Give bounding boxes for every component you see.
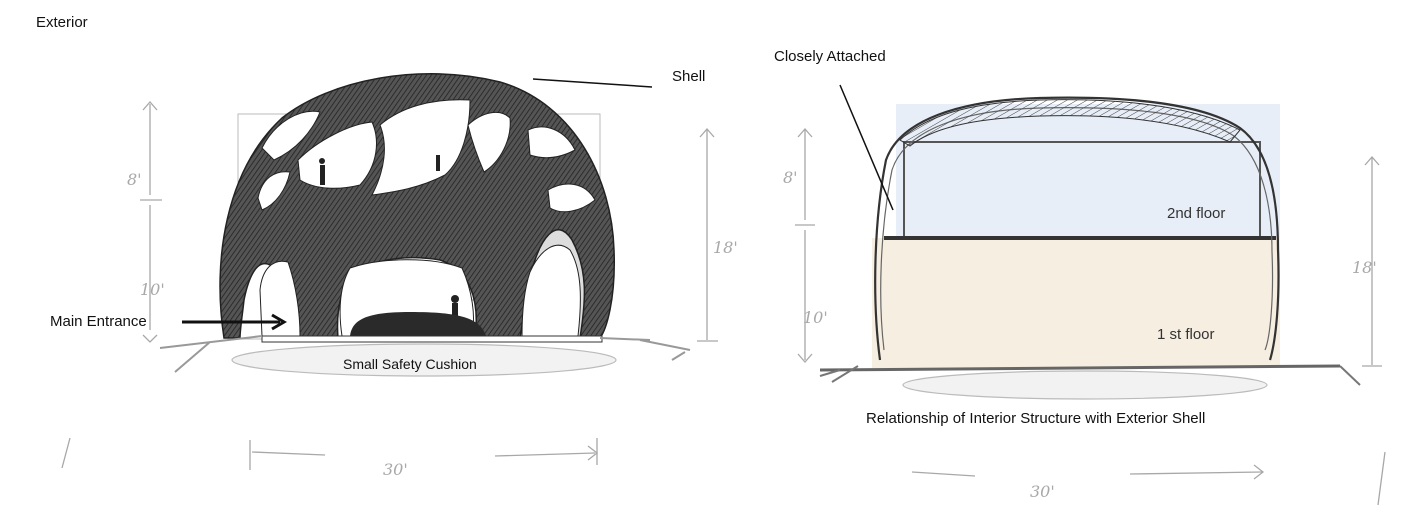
right-dim-total: 18' — [1352, 258, 1377, 277]
right-dim-upper: 8' — [783, 168, 798, 187]
safety-cushion-label: Small Safety Cushion — [343, 356, 477, 372]
main-entrance-label: Main Entrance — [50, 313, 147, 330]
left-dim-lower: 10' — [140, 280, 165, 299]
left-dim-width: 30' — [383, 460, 408, 479]
left-dim-upper: 8' — [127, 170, 142, 189]
right-dim-lower: 10' — [803, 308, 828, 327]
right-dim-width: 30' — [1030, 482, 1055, 501]
left-dim-total: 18' — [713, 238, 738, 257]
closely-attached-label: Closely Attached — [774, 48, 886, 65]
floor1-label: 1 st floor — [1157, 326, 1215, 343]
floor2-label: 2nd floor — [1167, 205, 1226, 222]
section-title: Exterior — [36, 14, 88, 31]
relationship-caption: Relationship of Interior Structure with … — [866, 410, 1206, 427]
right-section-drawing — [795, 84, 1386, 506]
shell-label: Shell — [672, 68, 706, 85]
floor1-tint — [872, 238, 1280, 368]
left-shell-drawing — [61, 73, 718, 470]
